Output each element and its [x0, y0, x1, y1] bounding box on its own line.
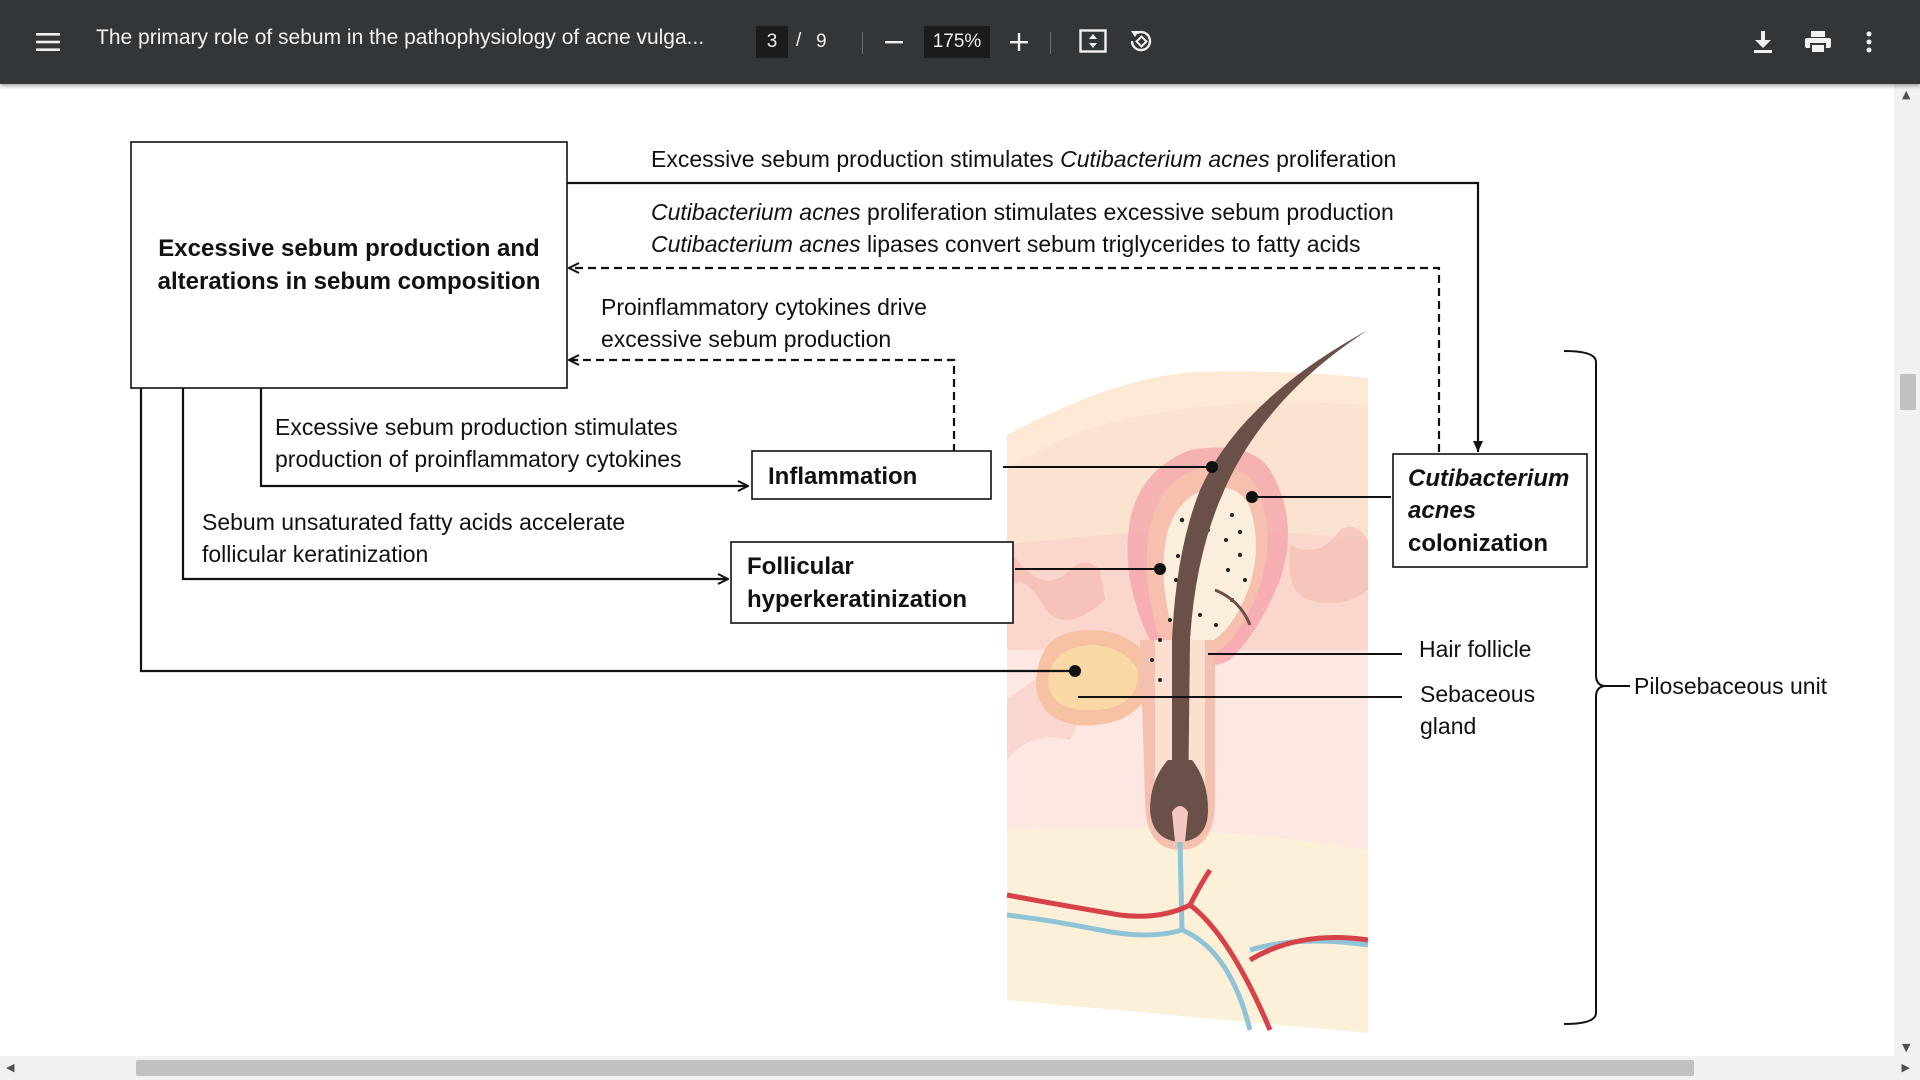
stim-label-line1: Excessive sebum production stimulates — [275, 414, 678, 440]
sebaceous-label-line1: Sebaceous — [1420, 681, 1535, 707]
follicular-label-line1: Follicular — [747, 553, 854, 580]
inflammation-label: Inflammation — [768, 463, 917, 490]
pilosebaceous-brace — [1563, 350, 1607, 1025]
print-icon — [1805, 31, 1831, 54]
basal-layer — [1007, 545, 1105, 620]
hamburger-menu-icon — [36, 33, 60, 51]
basal-layer-right — [1289, 526, 1368, 604]
colonization-line2: acnes — [1408, 497, 1476, 524]
scroll-up-icon[interactable]: ▲ — [1902, 88, 1911, 101]
hair-follicle-label: Hair follicle — [1419, 636, 1531, 662]
zoom-level-input[interactable]: 175% — [924, 26, 990, 58]
proliferation-label: Cutibacterium acnes proliferation stimul… — [651, 199, 1394, 225]
pdf-toolbar: The primary role of sebum in the pathoph… — [0, 0, 1920, 84]
more-options-button[interactable] — [1856, 26, 1882, 58]
vertical-scroll-thumb[interactable] — [1900, 374, 1916, 410]
print-button[interactable] — [1800, 26, 1836, 58]
sebaceous-label-line2: gland — [1420, 713, 1476, 739]
fit-page-icon — [1079, 29, 1107, 53]
cytokine-label-line1: Proinflammatory cytokines drive — [601, 294, 927, 320]
hair-branch — [1214, 588, 1252, 626]
page-number-input[interactable]: 3 — [756, 26, 788, 58]
scroll-right-icon[interactable]: ▶ — [1901, 1061, 1910, 1074]
arrow-sebum-to-keratinization — [181, 388, 728, 579]
colonization-line3: colonization — [1408, 530, 1548, 557]
inflammation-box — [751, 450, 992, 500]
fit-page-button[interactable] — [1076, 24, 1110, 58]
more-vertical-icon — [1866, 31, 1872, 53]
colonization-pointer-dot — [1246, 491, 1258, 503]
page-total: 9 — [816, 31, 827, 52]
zoom-out-button[interactable] — [878, 26, 910, 58]
hair-papilla — [1172, 806, 1188, 842]
rotate-icon — [1130, 30, 1152, 52]
main-box-line2: alterations in sebum composition — [158, 268, 541, 295]
minus-icon — [885, 41, 903, 44]
pilosebaceous-label: Pilosebaceous unit — [1634, 673, 1828, 699]
sebaceous-gland-inner — [1048, 645, 1139, 711]
download-button[interactable] — [1746, 26, 1780, 58]
lipase-label: Cutibacterium acnes lipases convert sebu… — [651, 231, 1360, 257]
document-title: The primary role of sebum in the pathoph… — [96, 26, 705, 49]
horizontal-scrollbar[interactable]: ◀ ▶ — [0, 1056, 1920, 1080]
inflammation-pointer-dot — [1206, 461, 1218, 473]
download-icon — [1754, 31, 1772, 53]
fatty-label-line2: follicular keratinization — [202, 541, 428, 567]
colonization-box — [1392, 453, 1588, 568]
top-label: Excessive sebum production stimulates Cu… — [651, 146, 1396, 172]
toolbar-divider — [862, 32, 863, 54]
arrow-sebum-to-inflammation — [259, 388, 748, 486]
colonization-line1: Cutibacterium — [1408, 465, 1569, 492]
vertical-scrollbar[interactable]: ▲ ▼ — [1894, 84, 1920, 1056]
line-sebum-to-gland — [139, 388, 1075, 673]
document-viewer: Excessive sebum production and alteratio… — [0, 84, 1920, 1080]
gland-pointer-dot — [1069, 665, 1081, 677]
page-separator: / — [796, 30, 802, 51]
arrow-colonization-to-sebum — [569, 268, 1441, 452]
skin-illustration — [1006, 330, 1369, 1033]
scroll-left-icon[interactable]: ◀ — [6, 1061, 15, 1074]
acne-pathophysiology-figure: Excessive sebum production and alteratio… — [130, 141, 1828, 1033]
follicular-box — [730, 541, 1014, 624]
artery — [1006, 868, 1369, 1031]
arrow-inflammation-to-sebum — [569, 360, 956, 452]
cytokine-label-line2: excessive sebum production — [601, 326, 891, 352]
hair-bulb — [1150, 760, 1208, 842]
zoom-in-button[interactable] — [1003, 26, 1035, 58]
rotate-button[interactable] — [1124, 24, 1158, 58]
follicular-pointer-dot — [1154, 563, 1166, 575]
arrow-sebum-to-colonization — [567, 181, 1483, 452]
main-box-line1: Excessive sebum production and — [158, 235, 539, 262]
scroll-down-icon[interactable]: ▼ — [1902, 1041, 1911, 1054]
follicular-label-line2: hyperkeratinization — [747, 586, 967, 613]
toolbar-divider — [1050, 32, 1051, 54]
fatty-label-line1: Sebum unsaturated fatty acids accelerate — [202, 509, 625, 535]
plus-icon — [1010, 33, 1028, 51]
stim-label-line2: production of proinflammatory cytokines — [275, 446, 682, 472]
menu-button[interactable] — [30, 26, 66, 58]
vein — [1006, 841, 1185, 938]
horizontal-scroll-thumb[interactable] — [136, 1060, 1694, 1076]
main-box — [130, 141, 568, 389]
